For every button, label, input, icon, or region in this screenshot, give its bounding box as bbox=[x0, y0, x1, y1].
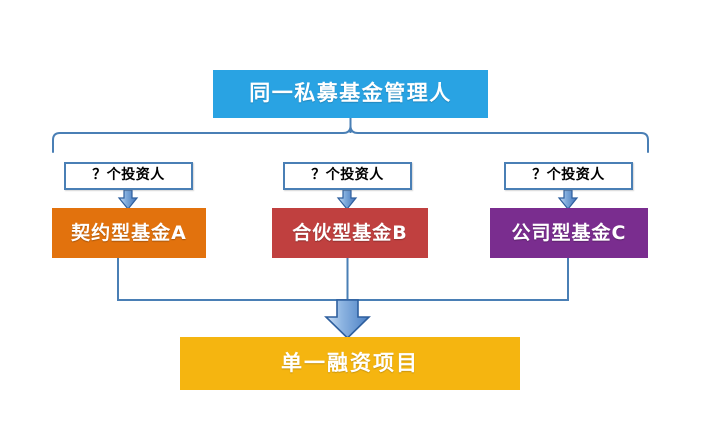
fund-manager-box: 同一私募基金管理人 bbox=[213, 70, 488, 118]
distribution-bracket bbox=[52, 125, 649, 153]
collector-right-connector bbox=[347, 258, 569, 301]
fund-box-contractual: 契约型基金A bbox=[52, 208, 206, 258]
fund-label-partnership: 合伙型基金B bbox=[292, 221, 408, 244]
fund-manager-label: 同一私募基金管理人 bbox=[249, 81, 452, 106]
fund-box-partnership: 合伙型基金B bbox=[272, 208, 428, 258]
financing-project-label: 单一融资项目 bbox=[281, 350, 419, 375]
arrow-investor-to-fund-3 bbox=[557, 189, 579, 210]
investor-count-box-2: ？个投资人 bbox=[283, 162, 412, 190]
investor-count-label-1: ？个投资人 bbox=[92, 167, 165, 184]
fund-box-corporate: 公司型基金C bbox=[490, 208, 648, 258]
fund-label-contractual: 契约型基金A bbox=[71, 221, 187, 244]
collector-left-connector bbox=[117, 258, 347, 301]
financing-project-box: 单一融资项目 bbox=[180, 337, 520, 390]
arrow-funds-to-project bbox=[324, 299, 371, 340]
fund-label-corporate: 公司型基金C bbox=[511, 221, 627, 244]
arrow-investor-to-fund-2 bbox=[336, 189, 358, 210]
investor-count-label-3: ？个投资人 bbox=[532, 167, 605, 184]
arrow-investor-to-fund-1 bbox=[117, 189, 139, 210]
investor-count-box-3: ？个投资人 bbox=[504, 162, 633, 190]
investor-count-box-1: ？个投资人 bbox=[64, 162, 193, 190]
investor-count-label-2: ？个投资人 bbox=[311, 167, 384, 184]
